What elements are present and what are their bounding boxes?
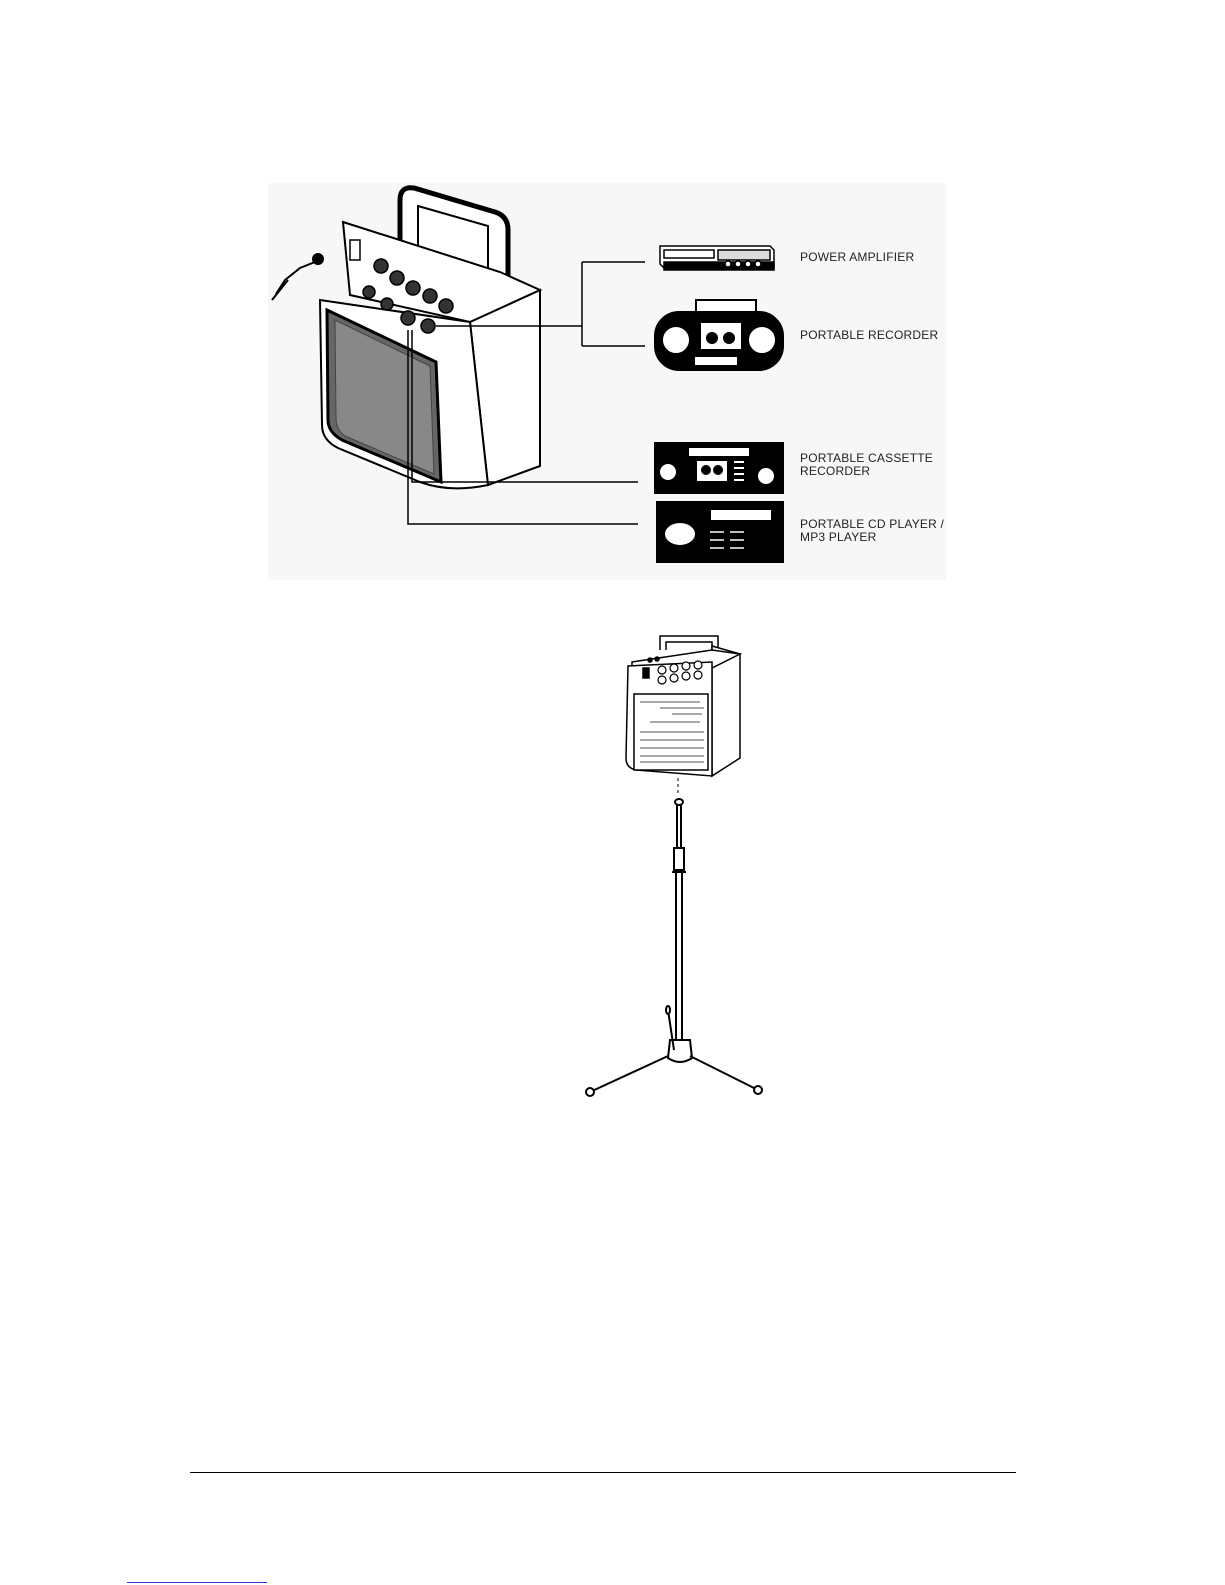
connection-diagram bbox=[0, 0, 1225, 600]
stand-mount-diagram bbox=[0, 610, 1225, 1130]
cd-player-label: PORTABLE CD PLAYER / MP3 PLAYER bbox=[800, 518, 944, 544]
cassette-recorder-label: PORTABLE CASSETTE RECORDER bbox=[800, 452, 933, 478]
cd-label-line2: MP3 PLAYER bbox=[800, 531, 944, 544]
speaker-unit bbox=[320, 188, 540, 489]
cd-player-icon bbox=[657, 502, 783, 562]
footer-link-underline bbox=[127, 1582, 267, 1583]
power-amplifier-icon bbox=[660, 246, 774, 270]
cassette-label-line2: RECORDER bbox=[800, 465, 933, 478]
speaker-on-stand bbox=[626, 636, 740, 776]
power-amplifier-label: POWER AMPLIFIER bbox=[800, 251, 914, 264]
portable-recorder-label: PORTABLE RECORDER bbox=[800, 329, 938, 342]
footer-separator bbox=[190, 1472, 1016, 1473]
cassette-recorder-icon bbox=[655, 443, 783, 493]
tripod-stand bbox=[586, 799, 762, 1096]
